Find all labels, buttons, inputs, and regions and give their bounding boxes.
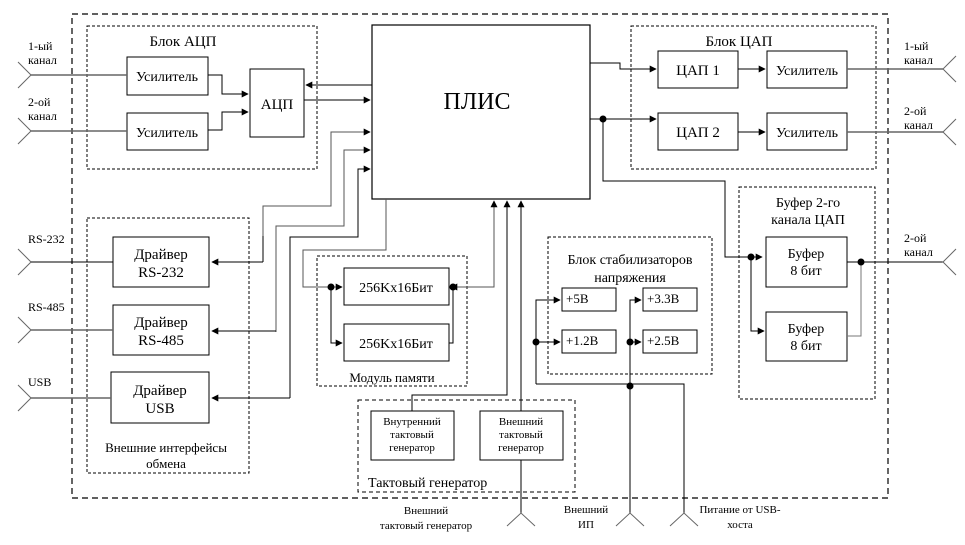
adc-group-title: Блок АЦП	[150, 34, 217, 50]
buffer-group-title-l2: канала ЦАП	[771, 213, 845, 228]
fpga-label: ПЛИС	[444, 89, 511, 115]
external-clock-label-l2: тактовый	[499, 429, 543, 441]
external-clock-connector: Внешний тактовый генератор	[380, 505, 536, 532]
adc-group: Блок АЦП Усилитель Усилитель АЦП	[86, 25, 318, 170]
stabilizer-1v2[interactable]	[561, 329, 617, 354]
stabilizer-3v3-label: +3.3В	[647, 291, 680, 306]
adc-label: АЦП	[261, 97, 294, 113]
dac-amp1-label: Усилитель	[776, 64, 838, 79]
usb-driver-label-l2: USB	[145, 401, 174, 417]
output-channel-2-label-l2: канал	[904, 118, 933, 132]
fpga-block[interactable]	[371, 24, 591, 200]
stabilizer-3v3[interactable]	[642, 287, 698, 312]
memory-group-title: Модуль памяти	[349, 370, 434, 385]
output-channel-1-connector: 1-ый канал	[847, 39, 957, 83]
dac1-block[interactable]	[657, 50, 739, 89]
output-channel-2-connector: 2-ой канал	[847, 104, 957, 146]
rs485-driver-block[interactable]	[112, 304, 210, 356]
internal-clock-label-l2: тактовый	[390, 429, 434, 441]
output-channel-1-label-l2: канал	[904, 53, 933, 67]
rs232-driver-block[interactable]	[112, 236, 210, 288]
input-channel-2-label-l1: 2-ой	[28, 95, 51, 109]
stabilizers-title-l1: Блок стабилизаторов	[568, 253, 693, 268]
external-clock-block[interactable]	[479, 410, 564, 461]
dac-amp2-label: Усилитель	[776, 126, 838, 141]
external-clock-label-l1: Внешний	[499, 416, 543, 428]
dac-group-title: Блок ЦАП	[706, 34, 773, 50]
adc-amp1-label: Усилитель	[136, 70, 198, 85]
memory-chip-2-label: 256Kx16Бит	[359, 337, 433, 352]
stabilizer-5v-label: +5В	[566, 291, 589, 306]
rs485-connector-label: RS-485	[28, 300, 65, 314]
usb-connector-label: USB	[28, 375, 51, 389]
stabilizers-title-l2: напряжения	[594, 271, 666, 286]
rs232-connector: RS-232	[17, 232, 113, 276]
buffer-channel-2-label-l1: 2-ой	[904, 231, 927, 245]
internal-clock-label-l3: генератор	[389, 442, 435, 454]
adc-amp1-block[interactable]	[126, 56, 209, 96]
input-channel-2-connector: 2-ой канал	[17, 95, 127, 145]
buffer-channel-2-connector: 2-ой канал	[904, 231, 957, 276]
adc-amp2-block[interactable]	[126, 112, 209, 151]
stabilizer-1v2-label: +1.2В	[566, 333, 599, 348]
buffer-2-label-l2: 8 бит	[790, 339, 821, 354]
stabilizer-2v5[interactable]	[642, 329, 698, 354]
buffer-1-block[interactable]	[765, 236, 848, 288]
usb-power-label-l1: Питание от USB-	[699, 504, 780, 516]
stabilizer-5v[interactable]	[561, 287, 617, 312]
clock-group: Внутренний тактовый генератор Внешний та…	[357, 399, 576, 493]
rs485-connector: RS-485	[17, 300, 113, 344]
external-power-connector: Внешний ИП	[564, 504, 645, 531]
buffer-2-block[interactable]	[765, 311, 848, 362]
stabilizer-2v5-label: +2.5В	[647, 333, 680, 348]
rs232-connector-label: RS-232	[28, 232, 65, 246]
input-channel-2-label-l2: канал	[28, 109, 57, 123]
adc-amp2-label: Усилитель	[136, 126, 198, 141]
rs232-driver-label-l2: RS-232	[138, 265, 184, 281]
dac2-label: ЦАП 2	[676, 125, 720, 141]
interfaces-group-title-l1: Внешние интерфейсы	[105, 440, 227, 455]
rs485-driver-label-l1: Драйвер	[134, 315, 188, 331]
buffer-group-title-l1: Буфер 2-го	[776, 196, 840, 211]
memory-chip-1-label: 256Kx16Бит	[359, 281, 433, 296]
internal-clock-label-l1: Внутренний	[383, 416, 441, 428]
external-power-label-l2: ИП	[578, 519, 594, 531]
buffer-1-label-l1: Буфер	[788, 247, 825, 262]
memory-group: 256Kx16Бит 256Kx16Бит Модуль памяти	[316, 255, 468, 387]
external-clock-connector-l2: тактовый генератор	[380, 520, 473, 532]
buffer-1-label-l2: 8 бит	[790, 264, 821, 279]
output-channel-2-label-l1: 2-ой	[904, 104, 927, 118]
buffer-group: Буфер 2-го канала ЦАП Буфер 8 бит Буфер …	[738, 186, 876, 400]
buffer-channel-2-label-l2: канал	[904, 245, 933, 259]
buffer-2-label-l1: Буфер	[788, 322, 825, 337]
internal-clock-block[interactable]	[370, 410, 455, 461]
usb-driver-block[interactable]	[110, 371, 210, 424]
interfaces-group: Драйвер RS-232 Драйвер RS-485 Драйвер US…	[86, 217, 250, 474]
usb-power-connector: Питание от USB- хоста	[669, 504, 781, 531]
usb-connector: USB	[17, 375, 111, 412]
adc-block[interactable]	[249, 68, 305, 138]
output-channel-1-label-l1: 1-ый	[904, 39, 929, 53]
interfaces-group-title-l2: обмена	[146, 456, 186, 471]
rs232-driver-label-l1: Драйвер	[134, 247, 188, 263]
input-channel-1-connector: 1-ый канал	[17, 39, 127, 89]
input-channel-1-label-l1: 1-ый	[28, 39, 53, 53]
input-channel-1-label-l2: канал	[28, 53, 57, 67]
dac1-label: ЦАП 1	[676, 63, 720, 79]
external-power-label-l1: Внешний	[564, 504, 608, 516]
external-clock-connector-l1: Внешний	[404, 505, 448, 517]
dac-group: Блок ЦАП ЦАП 1 ЦАП 2 Усилитель Усилитель	[630, 25, 877, 170]
memory-chip-1[interactable]	[343, 267, 450, 306]
usb-driver-label-l1: Драйвер	[133, 383, 187, 399]
memory-chip-2[interactable]	[343, 323, 450, 362]
stabilizers-group: Блок стабилизаторов напряжения +5В +3.3В…	[547, 236, 713, 375]
external-clock-label-l3: генератор	[498, 442, 544, 454]
clock-group-title: Тактовый генератор	[368, 476, 487, 491]
dac2-block[interactable]	[657, 112, 739, 151]
dac-amp2-block[interactable]	[766, 112, 848, 151]
rs485-driver-label-l2: RS-485	[138, 333, 184, 349]
usb-power-label-l2: хоста	[727, 519, 753, 531]
